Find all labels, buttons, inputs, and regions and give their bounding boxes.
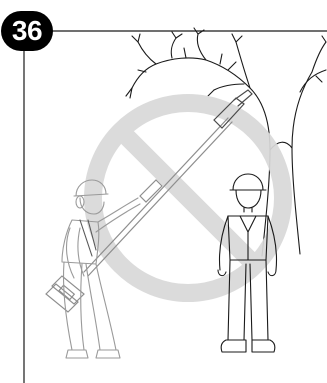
step-number-badge: 36 <box>1 11 53 51</box>
prohibition-icon <box>93 103 283 293</box>
